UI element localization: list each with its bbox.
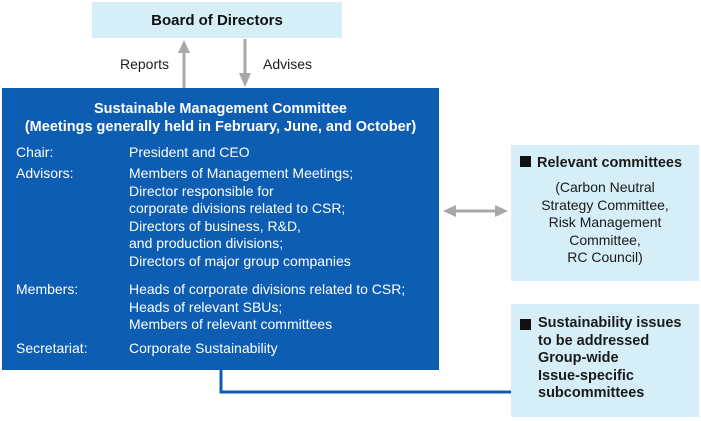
relevant-committees-heading-text: Relevant committees — [537, 155, 683, 171]
relevant-committees-list: (Carbon Neutral Strategy Committee, Risk… — [511, 179, 699, 267]
board-of-directors-box: Board of Directors — [92, 2, 342, 38]
members-line: Members of relevant committees — [129, 316, 333, 332]
advises-label: Advises — [263, 56, 313, 72]
committee-line: Committee, — [569, 231, 641, 248]
members-line: Heads of corporate divisions related to … — [129, 281, 406, 297]
secretariat-line: Corporate Sustainability — [129, 340, 278, 356]
committee-line: (Carbon Neutral — [555, 179, 655, 195]
relevant-committees-box: Relevant committees (Carbon Neutral Stra… — [511, 145, 699, 281]
issues-connector — [219, 370, 511, 394]
advisors-line: corporate divisions related to CSR; — [129, 200, 346, 216]
secretariat-value: Corporate Sustainability — [129, 340, 278, 358]
reports-label: Reports — [120, 56, 170, 72]
chair-line: President and CEO — [129, 144, 250, 160]
committee-line: Strategy Committee, — [541, 196, 669, 213]
sustainability-issues-box: Sustainability issues to be addressed Gr… — [511, 304, 699, 417]
chair-label: Chair: — [16, 144, 54, 160]
issue-line: to be addressed — [538, 332, 650, 349]
advisors-line: Members of Management Meetings; — [129, 165, 354, 181]
advisors-line: Director responsible for — [129, 182, 274, 199]
sustainability-issues-text: Sustainability issues to be addressed Gr… — [538, 315, 681, 403]
advisors-value: Members of Management Meetings; Director… — [129, 165, 353, 270]
relevant-committees-heading: Relevant committees — [520, 154, 682, 172]
committee-subtitle: (Meetings generally held in February, Ju… — [24, 119, 417, 135]
issue-line: subcommittees — [538, 385, 645, 401]
chair-value: President and CEO — [129, 144, 250, 162]
advisors-line: Directors of business, R&D, — [129, 217, 301, 234]
sustainable-management-committee-box: Sustainable Management Committee (Meetin… — [2, 88, 439, 370]
committee-title: Sustainable Management Committee — [94, 101, 347, 117]
committee-line: RC Council) — [567, 249, 643, 265]
issue-line: Group-wide — [538, 350, 619, 366]
members-value: Heads of corporate divisions related to … — [129, 281, 405, 334]
members-label: Members: — [16, 281, 79, 297]
square-bullet-icon — [520, 156, 531, 167]
square-bullet-icon — [520, 319, 531, 330]
advisors-label: Advisors: — [16, 165, 74, 181]
advisors-line: Directors of major group companies — [129, 252, 351, 269]
members-line: Heads of relevant SBUs; — [129, 298, 283, 315]
issue-line: Sustainability issues — [538, 315, 682, 331]
advisors-line: and production divisions; — [129, 235, 284, 251]
reports-arrow — [178, 40, 190, 88]
advises-arrow — [239, 39, 251, 87]
committee-line: Risk Management — [548, 214, 662, 230]
board-title: Board of Directors — [151, 11, 283, 29]
issue-line: Issue-specific — [538, 367, 634, 384]
double-arrow — [443, 205, 508, 217]
secretariat-label: Secretariat: — [16, 340, 88, 356]
